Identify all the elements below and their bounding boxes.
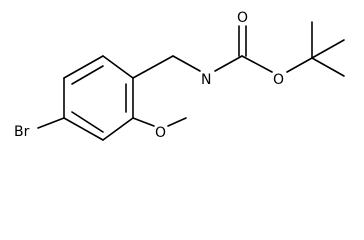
bond-ring-bromine [37, 117, 65, 129]
bond-ester-oxygen-quaternary-c [286, 57, 313, 73]
bromine-label: Br [14, 124, 30, 140]
bond-tbutyl-methyl-bottom [311, 57, 345, 77]
ring-double-bond-inner-3 [71, 111, 104, 133]
ester-oxygen-label: O [273, 72, 284, 88]
bond-ch2-nitrogen [172, 55, 201, 72]
nitrogen-label: N [201, 72, 211, 88]
ring-bond-c1-c2 [63, 55, 104, 79]
bond-ring-methoxy-oxygen [132, 117, 155, 127]
chemical-structure: Br O N O O [14, 10, 345, 141]
ring-bond-c5-c6 [63, 117, 104, 141]
ring-bond-c4-c5 [102, 117, 134, 141]
bond-carbonyl-ester-oxygen [241, 55, 273, 73]
bond-ring-ch2 [132, 55, 174, 79]
bond-tbutyl-methyl-right [311, 39, 345, 59]
bond-nitrogen-carbonyl [214, 55, 243, 72]
bond-methoxy-methyl [167, 117, 187, 127]
methoxy-oxygen-label: O [155, 125, 166, 141]
benzene-ring [63, 55, 134, 141]
ring-bond-c2-c3 [102, 55, 134, 79]
ring-double-bond-inner-1 [71, 65, 104, 85]
structure-canvas: Br O N O O [14, 10, 345, 141]
carbonyl-oxygen-label: O [237, 10, 248, 26]
